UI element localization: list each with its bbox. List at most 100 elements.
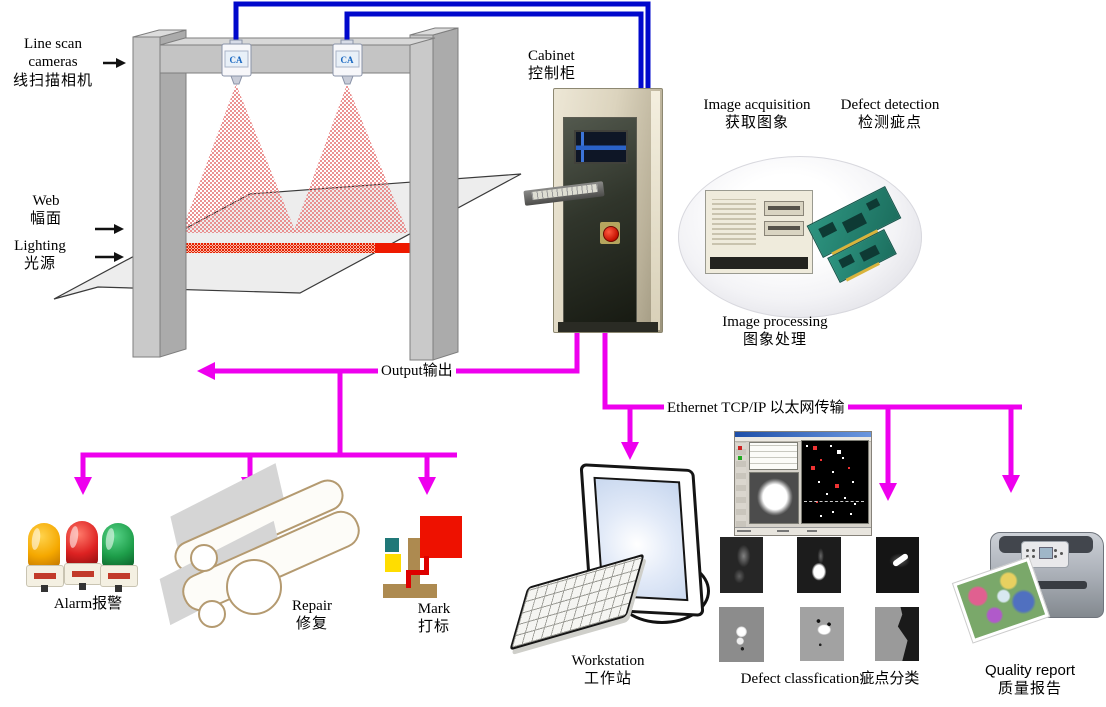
ethernet-label-text: Ethernet TCP/IP 以太网传输 bbox=[664, 400, 848, 416]
mark-teal-block bbox=[385, 538, 399, 552]
lighting-label-en: Lighting bbox=[14, 238, 66, 254]
cabinet-edge bbox=[651, 91, 660, 330]
line-scan-cameras-label: Line scan cameras 线扫描相机 bbox=[2, 35, 104, 90]
output-label: Output输出 bbox=[378, 362, 456, 380]
toolbar-red-icon bbox=[738, 446, 742, 450]
image-processing-en: Image processing bbox=[722, 314, 828, 330]
beacon-amber bbox=[26, 523, 64, 595]
defect-thumbnail-5 bbox=[800, 607, 844, 661]
photo-image bbox=[956, 561, 1046, 639]
mark-label: Mark 打标 bbox=[374, 600, 494, 637]
toolbar-green-icon bbox=[738, 456, 742, 460]
defect-detection-zh: 检测疵点 bbox=[857, 115, 922, 132]
cabinet-body bbox=[523, 88, 663, 333]
repair-label-zh: 修复 bbox=[295, 616, 328, 633]
marker-device-icon bbox=[375, 512, 469, 604]
mark-bracket-base bbox=[383, 584, 437, 598]
line-scan-label-en2: cameras bbox=[28, 54, 78, 71]
mark-label-zh: 打标 bbox=[417, 619, 450, 636]
defect-map-panel bbox=[801, 440, 869, 524]
image-acquisition-label: Image acquisition 获取图象 bbox=[657, 96, 857, 133]
defect-image-panel bbox=[749, 472, 799, 524]
cabinet-door bbox=[563, 117, 637, 324]
window-titlebar bbox=[735, 432, 871, 437]
defect-thumbnail-6 bbox=[875, 607, 919, 661]
quality-report-en: Quality report bbox=[984, 662, 1076, 679]
defect-map-window bbox=[734, 431, 872, 536]
web-label-zh: 幅面 bbox=[29, 211, 62, 228]
pc-drive-bay bbox=[764, 201, 804, 216]
laser-line-hatched bbox=[168, 243, 375, 253]
mark-bracket-vertical bbox=[408, 538, 420, 596]
workstation-label-zh: 工作站 bbox=[583, 671, 632, 688]
mark-pen-line bbox=[406, 570, 429, 575]
quality-report-label: Quality report 质量报告 bbox=[959, 662, 1101, 699]
defect-edge-region bbox=[897, 607, 919, 661]
line-scan-camera-icon-left: CA bbox=[221, 39, 252, 85]
beacon-red bbox=[64, 521, 102, 593]
keyboard bbox=[509, 553, 645, 651]
web-label-en: Web bbox=[32, 193, 60, 209]
mark-pen-line bbox=[424, 556, 429, 574]
emergency-button-plate bbox=[600, 222, 620, 244]
lighting-label-zh: 光源 bbox=[23, 256, 56, 273]
emergency-button bbox=[603, 226, 619, 242]
defect-classification-text: Defect classfication疵点分类 bbox=[740, 671, 920, 687]
defect-streak bbox=[891, 552, 910, 568]
printer-buttons bbox=[1026, 549, 1029, 552]
web-label: Web 幅面 bbox=[6, 192, 86, 229]
mark-label-en: Mark bbox=[417, 601, 451, 617]
image-processing-label: Image processing 图象处理 bbox=[675, 313, 875, 350]
industrial-pc-icon bbox=[705, 190, 813, 274]
defect-marks bbox=[806, 445, 808, 447]
window-toolbar bbox=[736, 442, 746, 527]
defect-thumbnail-1 bbox=[720, 537, 763, 593]
line-scan-camera-icon-right: CA bbox=[332, 39, 363, 85]
cabinet-base bbox=[558, 322, 658, 332]
printer-output-slot bbox=[1001, 581, 1087, 589]
image-processing-bubble bbox=[678, 156, 922, 318]
lighting-label: Lighting 光源 bbox=[0, 237, 80, 274]
pointer-arrows bbox=[95, 58, 126, 262]
alarm-label-text: Alarm报警 bbox=[53, 596, 123, 612]
pc-vent-grill bbox=[712, 199, 756, 245]
defect-detection-en: Defect detection bbox=[840, 97, 940, 113]
mark-pen-line bbox=[406, 570, 411, 588]
repair-label: Repair 修复 bbox=[252, 597, 372, 634]
roller-end-large bbox=[226, 559, 282, 615]
map-separator bbox=[804, 501, 864, 502]
pc-drive-bay bbox=[764, 221, 804, 236]
mark-red-square bbox=[420, 516, 462, 558]
quality-report-zh: 质量报告 bbox=[997, 680, 1062, 698]
camera-logo: CA bbox=[230, 55, 243, 65]
defect-list-panel bbox=[749, 442, 798, 470]
camera-cables bbox=[233, 1, 651, 92]
pc-front-strip bbox=[710, 257, 808, 269]
printer-icon bbox=[951, 520, 1106, 648]
roller-end bbox=[198, 600, 226, 628]
gantry-frame bbox=[132, 27, 459, 361]
camera-cone-left bbox=[181, 84, 296, 233]
cabinet-label: Cabinet 控制柜 bbox=[528, 47, 576, 84]
image-acquisition-zh: 获取图象 bbox=[724, 115, 789, 132]
defect-thumbnail-3 bbox=[876, 537, 919, 593]
defect-thumbnail-2 bbox=[797, 537, 841, 593]
control-cabinet-icon bbox=[523, 88, 663, 333]
printer-lcd bbox=[1039, 547, 1053, 559]
alarm-label: Alarm报警 bbox=[28, 595, 148, 613]
cabinet-label-en: Cabinet bbox=[528, 48, 575, 64]
cabinet-screen bbox=[574, 130, 628, 164]
repair-rollers-icon bbox=[159, 463, 366, 628]
defect-thumbnail-4 bbox=[719, 607, 764, 662]
image-processing-zh: 图象处理 bbox=[742, 332, 807, 349]
workstation-label: Workstation 工作站 bbox=[548, 652, 668, 689]
alarm-beacons-icon bbox=[24, 521, 154, 597]
defect-classification-label: Defect classfication疵点分类 bbox=[719, 670, 941, 688]
line-scan-label-zh: 线扫描相机 bbox=[12, 72, 93, 89]
defect-detection-label: Defect detection 检测疵点 bbox=[790, 96, 990, 133]
repair-label-en: Repair bbox=[292, 598, 332, 614]
window-statusbar bbox=[735, 527, 871, 535]
mark-yellow-block bbox=[385, 554, 401, 572]
beacon-green bbox=[100, 523, 138, 595]
